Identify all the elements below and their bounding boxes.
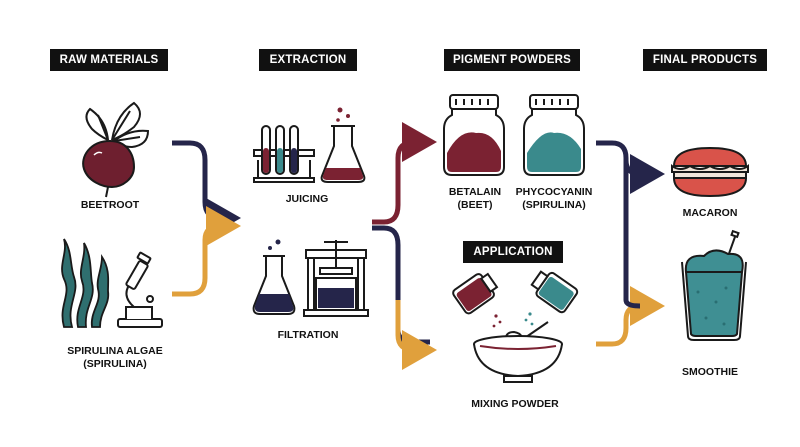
label-mixing-powder: MIXING POWDER (471, 398, 559, 410)
arrow-extraction-to-betalain (372, 122, 437, 225)
label-phycocyanin: PHYCOCYANIN (SPIRULINA) (515, 186, 593, 211)
press-icon (303, 240, 369, 317)
header-application: APPLICATION (463, 241, 563, 263)
flask-icon (320, 107, 366, 183)
arrow-pigments-to-macaron (596, 140, 665, 194)
macaron-icon (671, 146, 749, 198)
arrow-beetroot-to-extraction (172, 140, 241, 238)
mixing-bowl-icon (473, 321, 563, 383)
pour-bottles-icon (452, 270, 579, 328)
betalain-jar-icon (443, 94, 505, 176)
header-pigment-powders: PIGMENT POWDERS (444, 49, 580, 71)
phycocyanin-jar-icon (523, 94, 585, 176)
arrow-spirulina-to-extraction (172, 206, 241, 297)
beetroot-icon (82, 101, 150, 198)
filtration-flask-icon (252, 239, 296, 315)
label-filtration: FILTRATION (277, 329, 339, 341)
test-tubes-icon (253, 125, 315, 183)
label-smoothie: SMOOTHIE (681, 366, 738, 378)
label-beetroot: BEETROOT (80, 199, 140, 211)
arrow-extraction-to-application-gold (395, 300, 437, 370)
header-final-products: FINAL PRODUCTS (643, 49, 767, 71)
arrow-extraction-to-application-navy (372, 225, 430, 345)
header-extraction: EXTRACTION (259, 49, 357, 71)
label-juicing: JUICING (285, 193, 329, 205)
header-raw-materials: RAW MATERIALS (50, 49, 168, 71)
microscope-icon (117, 251, 163, 328)
label-macaron: MACARON (682, 207, 738, 219)
smoothie-icon (681, 229, 747, 341)
spirulina-algae-icon (61, 238, 110, 328)
arrow-application-to-smoothie (596, 286, 665, 347)
label-spirulina-algae: SPIRULINA ALGAE (SPIRULINA) (67, 345, 163, 370)
label-betalain: BETALAIN (BEET) (448, 186, 502, 211)
